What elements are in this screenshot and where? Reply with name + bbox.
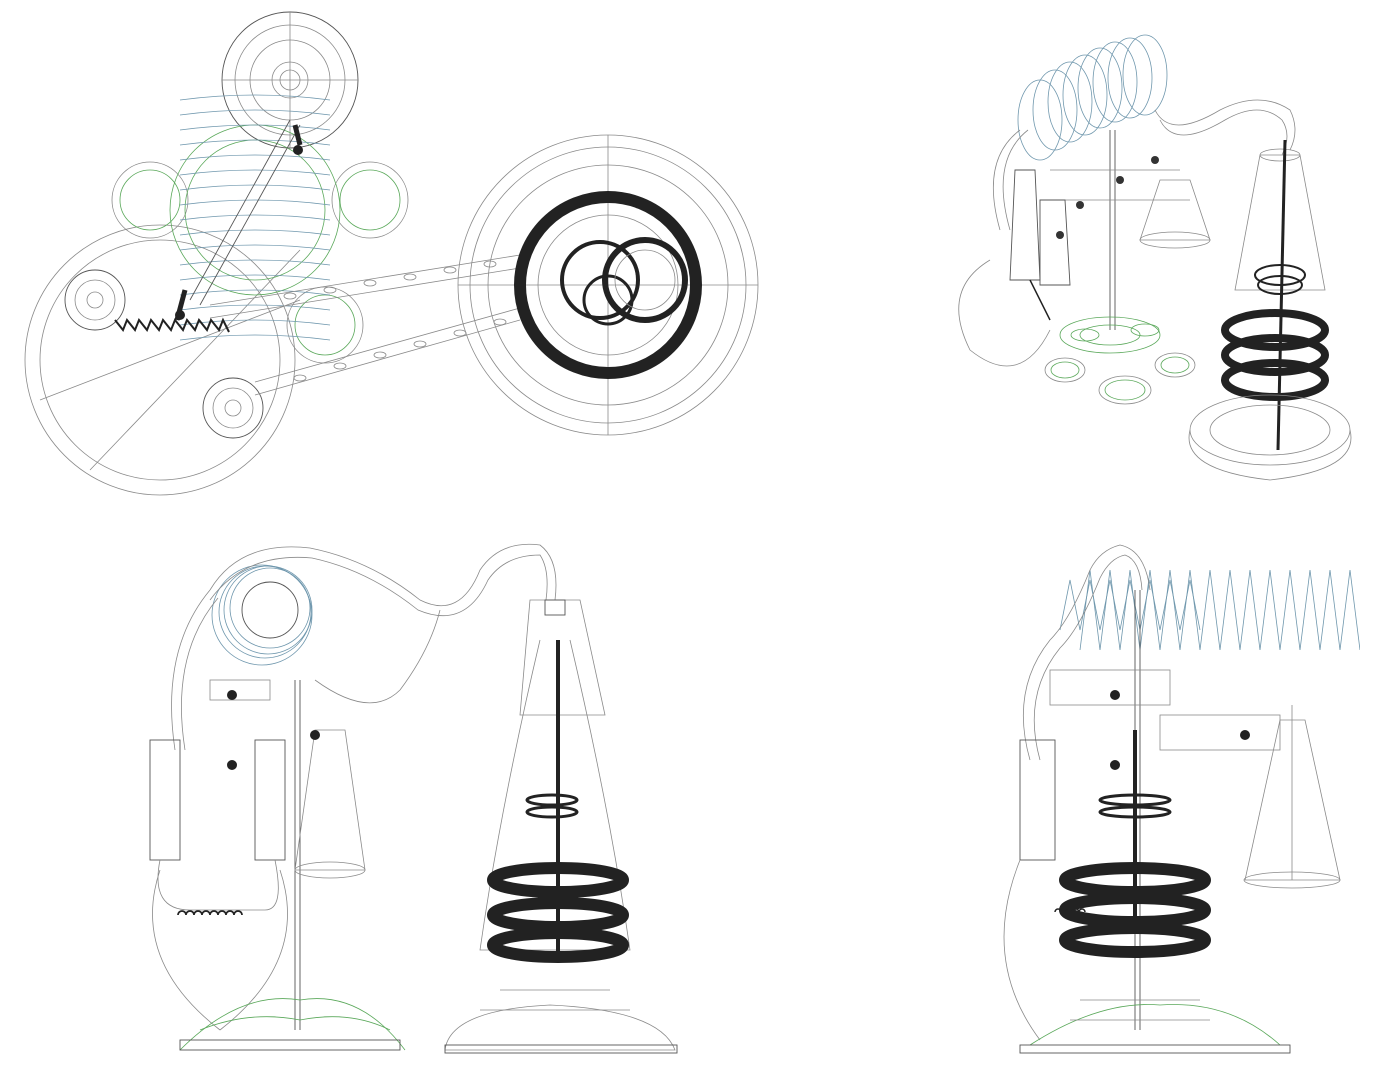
side-tube (1022, 544, 1151, 761)
side-view-viewport[interactable] (960, 530, 1360, 1060)
side-coil (1059, 569, 1360, 651)
perspective-tube (992, 99, 1296, 231)
front-base (179, 998, 406, 1051)
perspective-view-viewport[interactable] (940, 30, 1380, 500)
drive-belt (209, 254, 521, 396)
perspective-burners (958, 169, 1071, 367)
perspective-coil (1017, 34, 1168, 161)
left-idler-pulley (64, 269, 126, 331)
large-left-disc (24, 224, 301, 496)
front-coil (211, 564, 313, 666)
perspective-base (1044, 316, 1196, 405)
top-view-viewport[interactable] (0, 0, 800, 510)
top-view-drawing (24, 11, 759, 496)
front-view-viewport[interactable] (100, 530, 720, 1060)
side-view-drawing (1003, 544, 1360, 1054)
drive-wheel (457, 134, 759, 436)
upper-pulley (221, 11, 359, 149)
front-burners (149, 679, 288, 1031)
perspective-stand (1040, 130, 1211, 330)
side-burner (1003, 739, 1056, 1041)
side-base (1019, 999, 1291, 1054)
front-tube (171, 543, 557, 751)
front-flask-heater (444, 599, 678, 1054)
blue-coil-top (179, 94, 331, 341)
perspective-view-drawing (958, 34, 1352, 481)
front-view-drawing (149, 543, 678, 1054)
side-heater-coil (1054, 730, 1211, 958)
linkage-arm (174, 119, 303, 321)
side-flask (1243, 705, 1341, 889)
perspective-flask-coil (1188, 139, 1352, 481)
lower-idler-pulley (202, 377, 264, 439)
tension-spring (114, 317, 230, 333)
front-stand (294, 680, 366, 1030)
